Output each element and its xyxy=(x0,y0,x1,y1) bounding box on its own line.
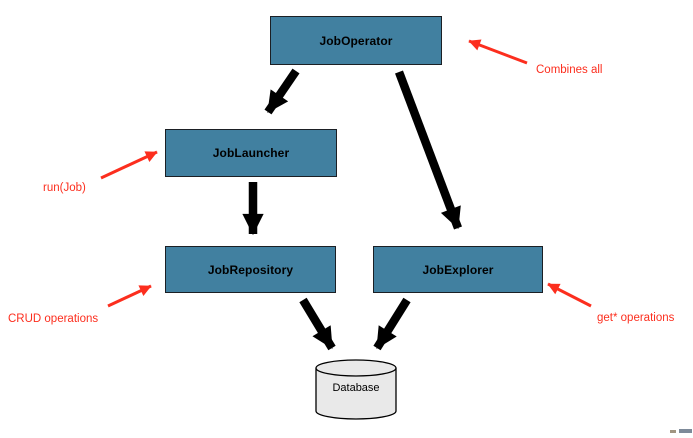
annotation-arrow-crud-operations xyxy=(107,284,152,308)
node-job-repository: JobRepository xyxy=(165,246,336,293)
node-job-launcher: JobLauncher xyxy=(165,129,337,177)
annotation-get-operations: get* operations xyxy=(597,312,675,324)
annotation-combines-all: Combines all xyxy=(536,64,603,76)
node-job-explorer: JobExplorer xyxy=(373,246,543,293)
page-corner-artifact xyxy=(668,428,693,436)
artifact-fragment-icon xyxy=(670,430,676,433)
annotation-run-job: run(Job) xyxy=(43,182,86,194)
node-job-operator: JobOperator xyxy=(270,16,442,65)
arrow-jobexplorer-to-database xyxy=(373,297,411,351)
arrow-joboperator-to-joblauncher xyxy=(264,68,300,115)
annotation-crud-operations: CRUD operations xyxy=(8,313,99,325)
node-job-explorer-label: JobExplorer xyxy=(422,262,494,277)
annotation-arrow-get-operations xyxy=(547,282,592,308)
database-label: Database xyxy=(332,382,380,394)
annotation-arrow-combines-all xyxy=(468,39,528,65)
node-job-repository-label: JobRepository xyxy=(207,262,294,277)
arrow-joboperator-to-jobexplorer xyxy=(395,70,462,230)
artifact-fragment-icon xyxy=(679,429,692,433)
node-job-launcher-label: JobLauncher xyxy=(212,146,290,160)
node-job-operator-label: JobOperator xyxy=(319,33,393,48)
arrow-jobrepository-to-database xyxy=(299,297,336,351)
annotation-arrow-run-job xyxy=(100,150,158,180)
database-cylinder-shape xyxy=(315,359,397,420)
